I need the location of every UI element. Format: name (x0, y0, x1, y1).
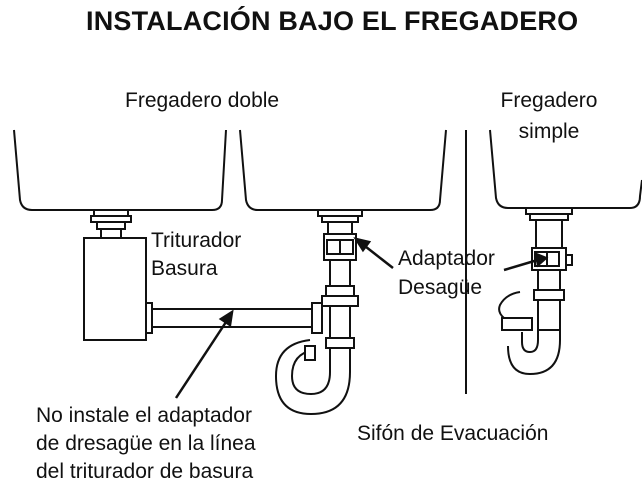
disposer-note-line2: de dresagüe en la línea (36, 432, 256, 455)
double-sink-label: Fregadero doble (125, 89, 280, 112)
disposer-label-line2: Basura (151, 257, 218, 280)
page-title: INSTALACIÓN BAJO EL FREGADERO (86, 6, 579, 36)
double-sink-trap (274, 339, 351, 416)
left-sink-bowl (13, 129, 227, 211)
discharge-pipe (145, 302, 323, 334)
single-sink-drain-assembly (525, 207, 573, 331)
single-sink-trap (498, 291, 561, 376)
disposer-note-line3: del triturador de basura (36, 460, 254, 483)
single-sink-label: Fregadero simple (486, 88, 612, 144)
disposer-label-line1: Triturador (151, 229, 242, 252)
note-arrow (174, 318, 230, 399)
adapter-label-line2: Desagüe (398, 276, 483, 299)
disposer-label: Triturador Basura (151, 228, 241, 281)
garbage-disposer (83, 237, 147, 341)
disposer-note-line1: No instale el adaptador (36, 404, 252, 427)
single-sink-label-line1: Fregadero (500, 89, 598, 112)
disposer-flange (90, 209, 132, 239)
adapter-arrow-right (503, 257, 542, 272)
trap-label: Sifón de Evacuación (357, 422, 549, 445)
right-sink-bowl (239, 129, 447, 211)
leader-arrows (174, 237, 549, 399)
double-sink-drain-assembly (317, 209, 363, 349)
adapter-label-line1: Adaptador (398, 247, 495, 270)
single-sink-label-line2: simple (518, 120, 580, 143)
adapter-label: Adaptador Desagüe (398, 246, 495, 300)
disposer-note: No instale el adaptador de dresagüe en l… (36, 403, 256, 484)
